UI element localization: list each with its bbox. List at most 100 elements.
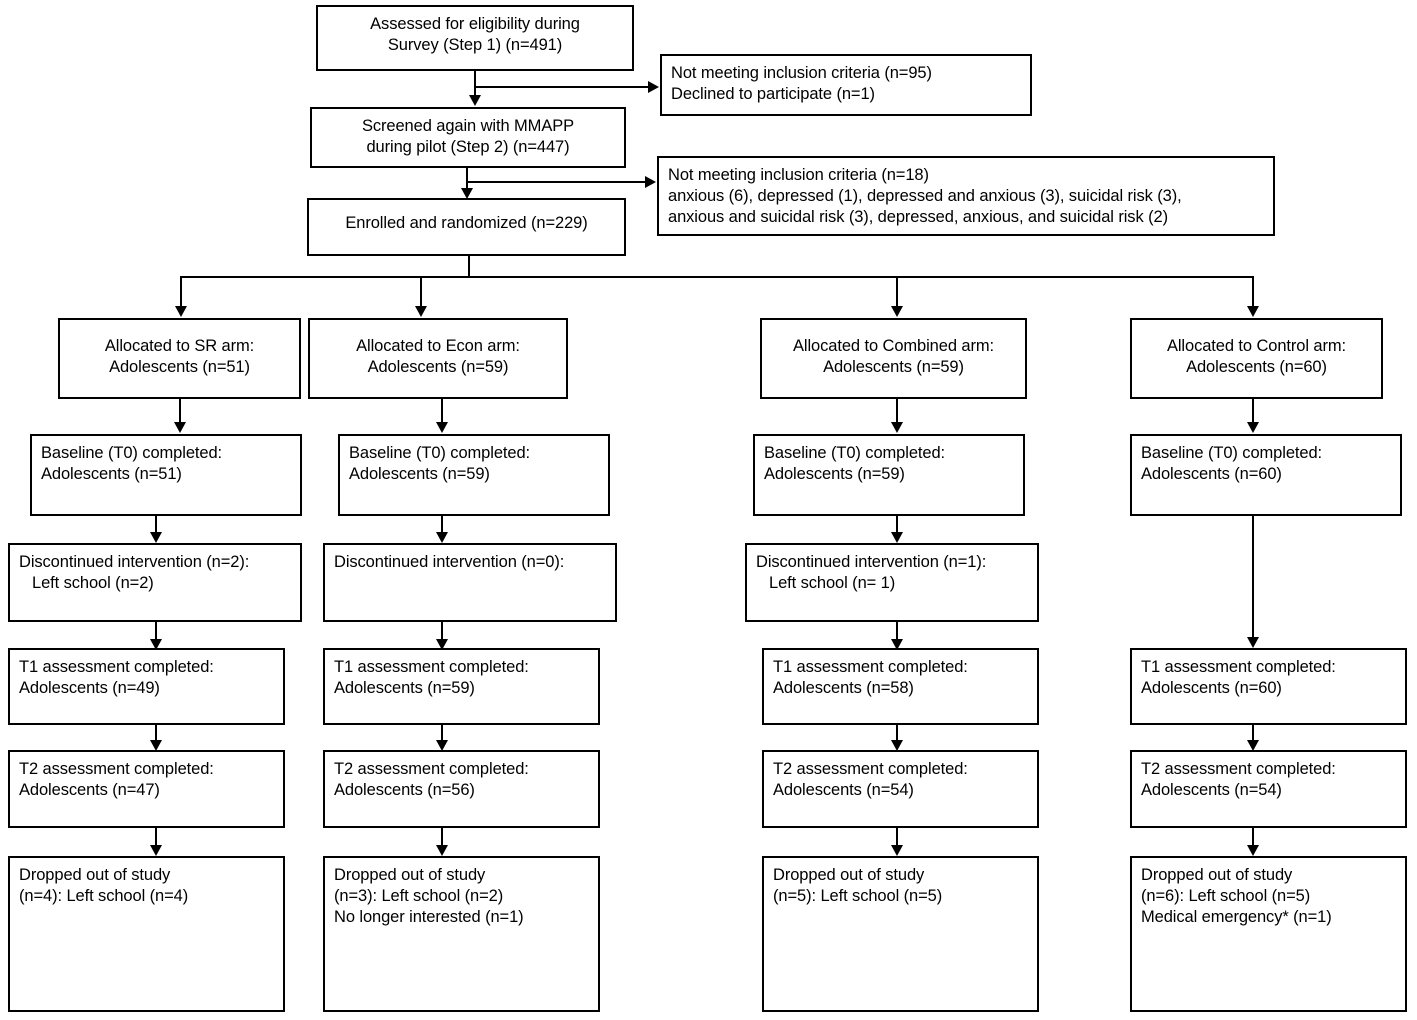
t2-sr-line-2: Adolescents (n=47) xyxy=(19,781,160,799)
arrow-assessed-to-screened xyxy=(469,95,481,106)
box-t2-combined: T2 assessment completed: Adolescents (n=… xyxy=(762,750,1039,828)
box-baseline-control: Baseline (T0) completed: Adolescents (n=… xyxy=(1130,434,1402,516)
allocation-econ-line-2: Adolescents (n=59) xyxy=(367,358,509,376)
connector-combined-t2-to-dropped xyxy=(896,828,898,847)
box-dropped-control: Dropped out of study (n=6): Left school … xyxy=(1130,856,1407,1012)
box-t1-econ: T1 assessment completed: Adolescents (n=… xyxy=(323,648,600,725)
arrow-bus-to-sr xyxy=(175,306,187,317)
t1-sr-line-2: Adolescents (n=49) xyxy=(19,679,160,697)
box-baseline-sr: Baseline (T0) completed: Adolescents (n=… xyxy=(30,434,302,516)
box-excluded-step2: Not meeting inclusion criteria (n=18) an… xyxy=(657,156,1275,236)
t1-sr-line-1: T1 assessment completed: xyxy=(19,658,214,676)
box-t1-sr: T1 assessment completed: Adolescents (n=… xyxy=(8,648,285,725)
excluded-step1-line-1: Not meeting inclusion criteria (n=95) xyxy=(671,64,932,82)
discontinued-sr-line-2: Left school (n=2) xyxy=(32,574,154,592)
connector-combined-alloc-to-baseline xyxy=(896,399,898,424)
box-allocation-control: Allocated to Control arm: Adolescents (n… xyxy=(1130,318,1383,399)
arrow-control-t2-to-dropped xyxy=(1247,845,1259,856)
connector-control-t2-to-dropped xyxy=(1252,828,1254,847)
baseline-econ-line-1: Baseline (T0) completed: xyxy=(349,444,531,462)
connector-combined-t1-to-t2 xyxy=(896,725,898,743)
allocation-econ-line-1: Allocated to Econ arm: xyxy=(356,337,520,355)
excluded-step2-line-2: anxious (6), depressed (1), depressed an… xyxy=(668,187,1182,205)
connector-sr-t1-to-t2 xyxy=(155,725,157,743)
dropped-control-line-2: (n=6): Left school (n=5) xyxy=(1141,887,1311,905)
connector-screened-to-enrolled xyxy=(466,168,468,190)
t1-combined-line-1: T1 assessment completed: xyxy=(773,658,968,676)
arrow-bus-to-combined xyxy=(891,306,903,317)
t2-combined-line-2: Adolescents (n=54) xyxy=(773,781,914,799)
box-allocation-econ: Allocated to Econ arm: Adolescents (n=59… xyxy=(308,318,568,399)
connector-to-excluded-step2 xyxy=(466,181,646,183)
connector-sr-disc-to-t1 xyxy=(155,622,157,642)
arrow-econ-t1-to-t2 xyxy=(436,740,448,751)
arrow-sr-t2-to-dropped xyxy=(150,845,162,856)
arrow-control-baseline-to-t1 xyxy=(1247,637,1259,648)
dropped-combined-line-2: (n=5): Left school (n=5) xyxy=(773,887,943,905)
arrow-sr-t1-to-t2 xyxy=(150,740,162,751)
arrow-sr-baseline-to-disc xyxy=(150,532,162,543)
arrow-combined-t1-to-t2 xyxy=(891,740,903,751)
box-allocation-sr: Allocated to SR arm: Adolescents (n=51) xyxy=(58,318,301,399)
baseline-econ-line-2: Adolescents (n=59) xyxy=(349,465,490,483)
baseline-sr-line-1: Baseline (T0) completed: xyxy=(41,444,223,462)
box-discontinued-sr: Discontinued intervention (n=2): Left sc… xyxy=(8,543,302,622)
connector-combined-baseline-to-disc xyxy=(896,516,898,535)
box-screened-again: Screened again with MMAPP during pilot (… xyxy=(310,107,626,168)
connector-combined-disc-to-t1 xyxy=(896,622,898,642)
connector-econ-t1-to-t2 xyxy=(441,725,443,743)
arrow-sr-disc-to-t1 xyxy=(150,639,162,650)
box-t2-econ: T2 assessment completed: Adolescents (n=… xyxy=(323,750,600,828)
box-assessed-for-eligibility: Assessed for eligibility during Survey (… xyxy=(316,5,634,71)
arrow-econ-baseline-to-disc xyxy=(436,532,448,543)
arrow-to-excluded-step2 xyxy=(645,176,656,188)
screened-line-2: during pilot (Step 2) (n=447) xyxy=(366,138,570,156)
baseline-combined-line-2: Adolescents (n=59) xyxy=(764,465,905,483)
dropped-sr-line-2: (n=4): Left school (n=4) xyxy=(19,887,189,905)
baseline-control-line-1: Baseline (T0) completed: xyxy=(1141,444,1323,462)
arrow-bus-to-control xyxy=(1247,306,1259,317)
connector-assessed-to-screened xyxy=(474,71,476,96)
arrow-control-t1-to-t2 xyxy=(1247,740,1259,751)
connector-econ-baseline-to-disc xyxy=(441,516,443,535)
arrow-sr-alloc-to-baseline xyxy=(174,422,186,433)
discontinued-combined-line-1: Discontinued intervention (n=1): xyxy=(756,553,987,571)
connector-allocation-bus xyxy=(180,276,1253,278)
arrow-combined-disc-to-t1 xyxy=(891,639,903,650)
screened-line-1: Screened again with MMAPP xyxy=(361,117,575,135)
baseline-control-line-2: Adolescents (n=60) xyxy=(1141,465,1282,483)
discontinued-econ-line-1: Discontinued intervention (n=0): xyxy=(334,553,565,571)
allocation-combined-line-1: Allocated to Combined arm: xyxy=(793,337,994,355)
connector-econ-t2-to-dropped xyxy=(441,828,443,847)
arrow-econ-disc-to-t1 xyxy=(436,639,448,650)
connector-control-t1-to-t2 xyxy=(1252,725,1254,743)
box-discontinued-econ: Discontinued intervention (n=0): xyxy=(323,543,617,622)
arrow-combined-alloc-to-baseline xyxy=(891,422,903,433)
connector-econ-alloc-to-baseline xyxy=(441,399,443,424)
discontinued-sr-line-1: Discontinued intervention (n=2): xyxy=(19,553,250,571)
connector-bus-to-combined xyxy=(896,276,898,308)
dropped-control-line-3: Medical emergency* (n=1) xyxy=(1141,908,1332,926)
t2-econ-line-2: Adolescents (n=56) xyxy=(334,781,475,799)
arrow-econ-t2-to-dropped xyxy=(436,845,448,856)
allocation-control-line-1: Allocated to Control arm: xyxy=(1166,337,1347,355)
t2-combined-line-1: T2 assessment completed: xyxy=(773,760,968,778)
box-excluded-step1: Not meeting inclusion criteria (n=95) De… xyxy=(660,54,1032,116)
connector-control-baseline-to-t1 xyxy=(1252,516,1254,639)
box-dropped-combined: Dropped out of study (n=5): Left school … xyxy=(762,856,1039,1012)
t2-sr-line-1: T2 assessment completed: xyxy=(19,760,214,778)
allocation-sr-line-2: Adolescents (n=51) xyxy=(109,358,250,376)
box-t1-combined: T1 assessment completed: Adolescents (n=… xyxy=(762,648,1039,725)
dropped-combined-line-1: Dropped out of study xyxy=(773,866,925,884)
box-dropped-sr: Dropped out of study (n=4): Left school … xyxy=(8,856,285,1012)
arrow-combined-t2-to-dropped xyxy=(891,845,903,856)
connector-bus-to-sr xyxy=(180,276,182,308)
discontinued-combined-line-2: Left school (n= 1) xyxy=(769,574,896,592)
box-dropped-econ: Dropped out of study (n=3): Left school … xyxy=(323,856,600,1012)
dropped-control-line-1: Dropped out of study xyxy=(1141,866,1293,884)
connector-randomized-stem xyxy=(468,256,470,278)
box-baseline-combined: Baseline (T0) completed: Adolescents (n=… xyxy=(753,434,1025,516)
assessed-line-1: Assessed for eligibility during xyxy=(370,15,580,33)
allocation-combined-line-2: Adolescents (n=59) xyxy=(823,358,964,376)
